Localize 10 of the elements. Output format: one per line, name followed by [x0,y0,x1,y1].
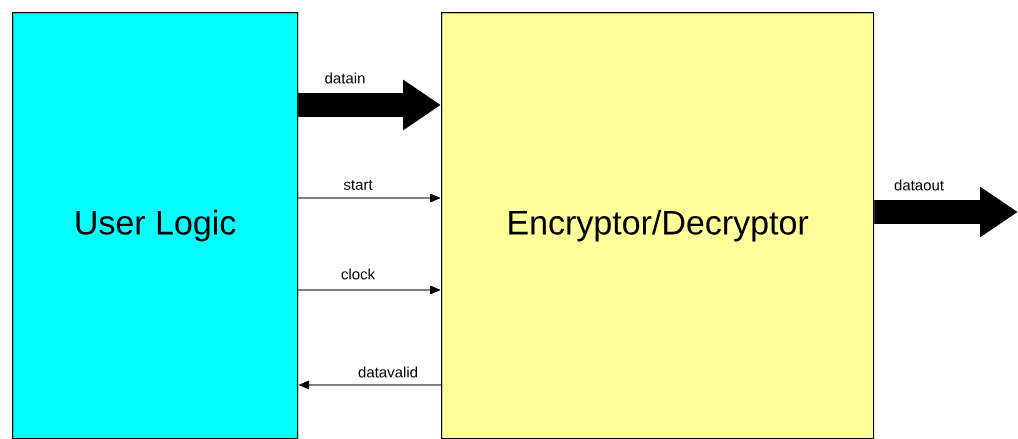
edge-label: clock [339,267,377,281]
arrow [297,285,441,295]
arrow [297,193,441,203]
block-box: User Logic [12,12,299,439]
edge-label: dataout [892,178,945,192]
edge-label: start [342,179,374,191]
edge-label: datavalid [357,365,420,379]
edge-label: datain [323,71,367,85]
arrow [299,380,442,390]
block-box: Encryptor/Decryptor [441,12,875,439]
